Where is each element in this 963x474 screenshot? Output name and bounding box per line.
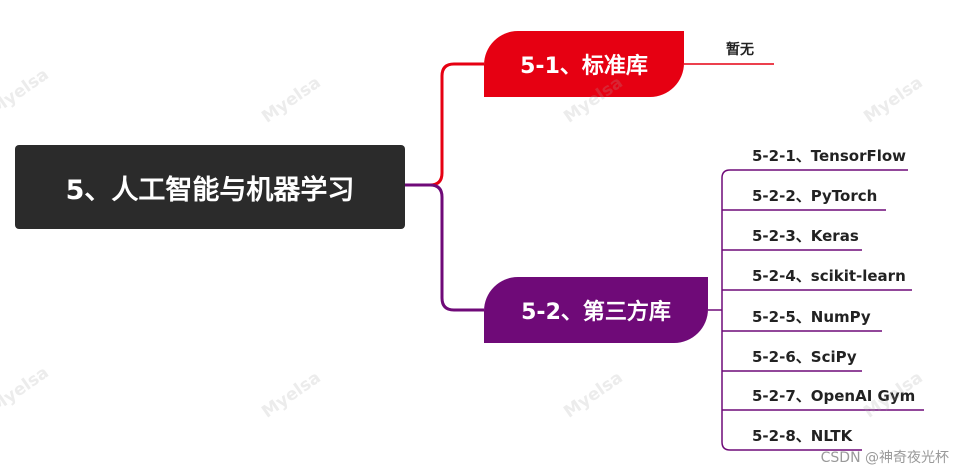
leaf-scipy: 5-2-6、SciPy [752,348,857,366]
leaf-nltk: 5-2-8、NLTK [752,427,853,445]
leaf-underline [721,441,862,451]
leaf-numpy: 5-2-5、NumPy [752,308,871,326]
third-party-leaf-connectors [708,169,924,451]
connector-root-to-standard-library [405,62,484,187]
leaf-underline [721,169,908,179]
branch-third-party: 5-2、第三方库 [484,277,708,343]
leaf-scikit-learn: 5-2-4、scikit-learn [752,267,906,285]
branch-third-party-label: 5-2、第三方库 [521,300,671,325]
leaf-tensorflow: 5-2-1、TensorFlow [752,147,907,165]
root-node: 5、人工智能与机器学习 [15,145,405,229]
branch-standard-library: 5-1、标准库 [484,31,684,97]
leaf-standard-library-none: 暂无 [726,42,754,58]
branch-standard-library-label: 5-1、标准库 [520,54,648,79]
root-node-label: 5、人工智能与机器学习 [65,174,355,206]
leaf-openai-gym: 5-2-7、OpenAI Gym [752,387,916,405]
leaf-pytorch: 5-2-2、PyTorch [752,187,878,205]
connector-root-to-third-party [405,183,484,312]
source-credit: CSDN @神奇夜光杯 [820,450,949,466]
leaf-keras: 5-2-3、Keras [752,227,859,245]
